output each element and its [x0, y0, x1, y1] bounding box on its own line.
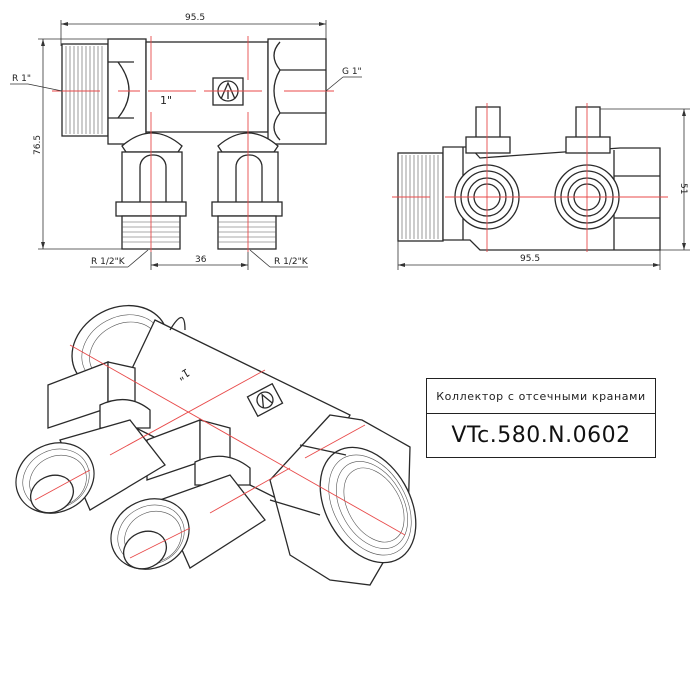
top-view: 51 95.5 — [392, 103, 690, 270]
branch-valve-2 — [211, 132, 283, 250]
dim-front-length: 95.5 — [185, 13, 205, 23]
label-outlet-thread: G 1" — [342, 67, 362, 77]
branch-valve-1 — [115, 132, 187, 250]
body-marking: 1" — [160, 94, 172, 107]
label-branch-thread-left: R 1/2"K — [91, 257, 126, 267]
front-view: 95.5 76.5 1" — [10, 13, 362, 270]
dim-top-height: 51 — [678, 183, 688, 194]
dim-top-length: 95.5 — [520, 254, 540, 264]
label-branch-thread-right: R 1/2"K — [274, 257, 309, 267]
dim-outlet-spacing: 36 — [195, 255, 207, 265]
label-inlet-thread: R 1" — [12, 74, 31, 84]
title-article: VTc.580.N.0602 — [451, 422, 631, 448]
svg-text:1": 1" — [175, 366, 192, 383]
title-block: Коллектор с отсечными кранами VTc.580.N.… — [426, 378, 656, 458]
dim-front-height: 76.5 — [33, 135, 43, 155]
title-description: Коллектор с отсечными кранами — [427, 379, 655, 414]
isometric-view: 1" — [15, 304, 417, 586]
